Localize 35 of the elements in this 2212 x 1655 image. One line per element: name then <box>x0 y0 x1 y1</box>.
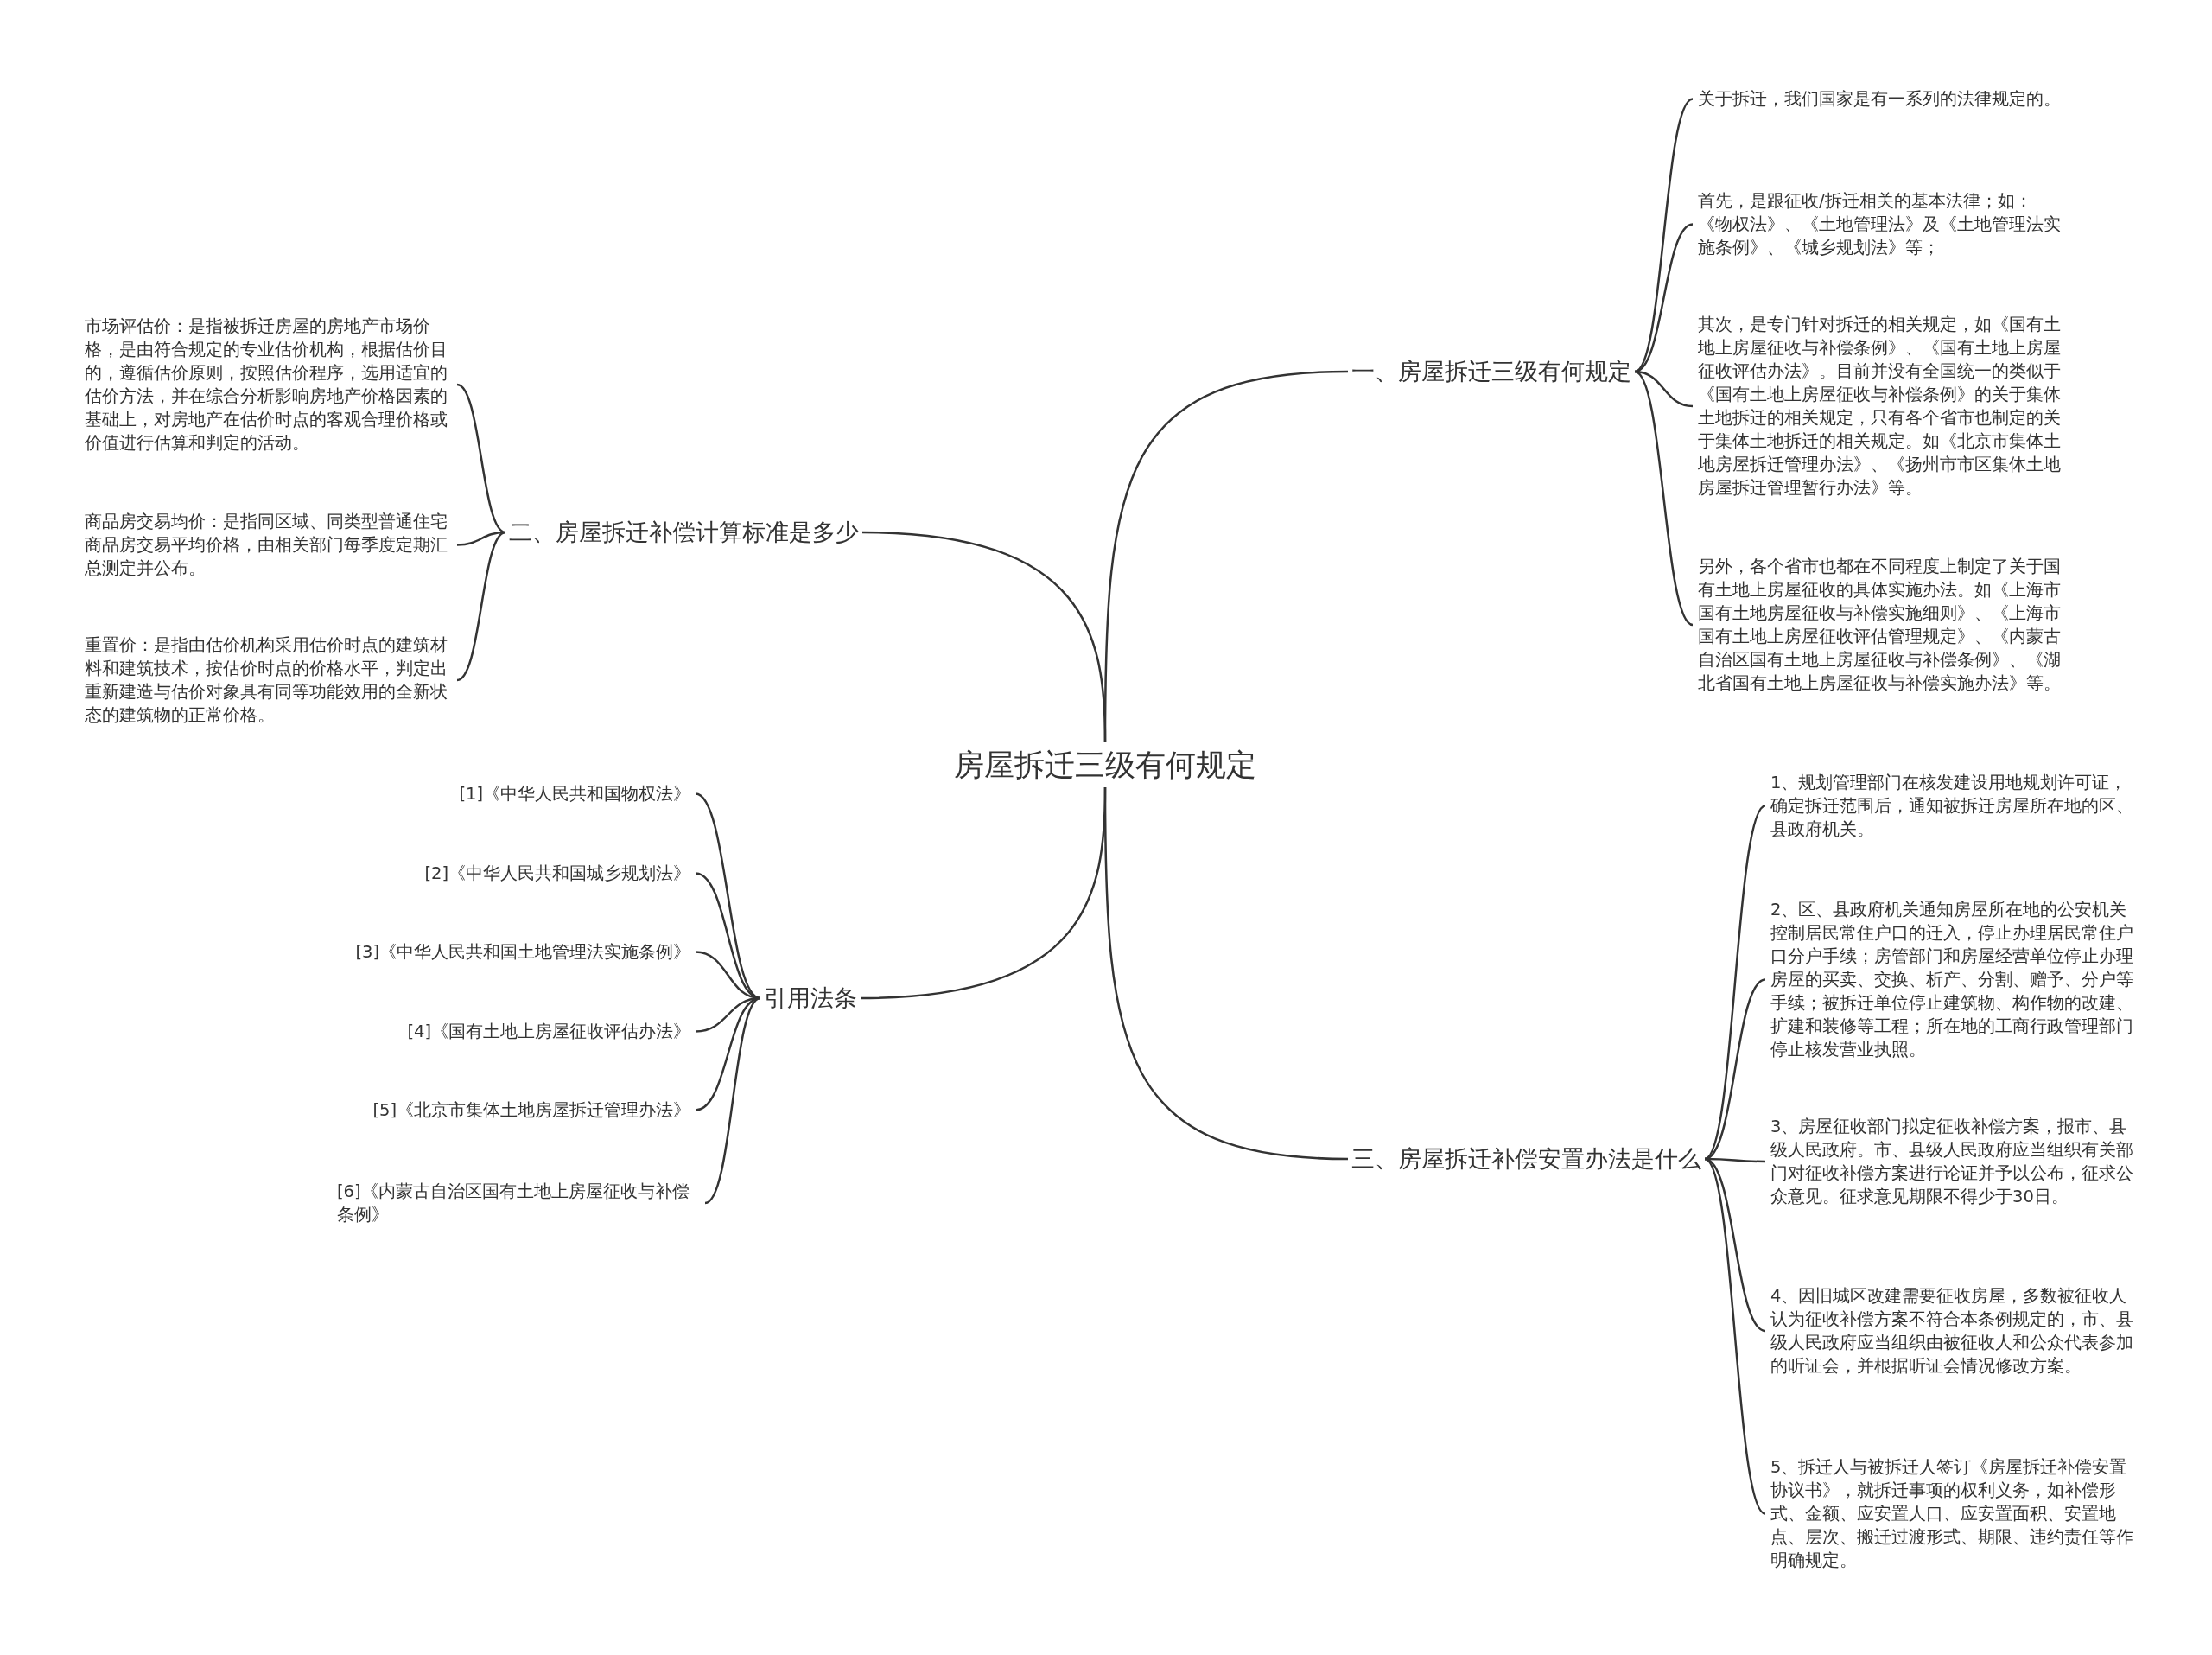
leaf-text: 5、拆迁人与被拆迁人签订《房屋拆迁补偿安置协议书》，就拆迁事项的权利义务，如补偿形式、金额、应安置人口、应安置面积、安置地点、层次、搬迁过渡形式、期限、违约责任等作明确规定。 <box>1770 1455 2142 1572</box>
connector-line <box>695 872 761 1000</box>
branch-topic: 一、房屋拆迁三级有何规定 <box>1348 354 1635 389</box>
reference-text: [4]《国有土地上房屋征收评估办法》 <box>327 1020 690 1043</box>
branch-topic: 三、房屋拆迁补偿安置办法是什么 <box>1348 1142 1705 1176</box>
leaf-text: 关于拆迁，我们国家是有一系列的法律规定的。 <box>1698 87 2065 111</box>
leaf-text: 商品房交易均价：是指同区域、同类型普通住宅商品房交易平均价格，由相关部门每季度定期汇总测定并公布。 <box>85 510 452 580</box>
reference-text: [3]《中华人民共和国土地管理法实施条例》 <box>327 940 690 964</box>
connector-line <box>1634 98 1694 372</box>
leaf-text: 市场评估价：是指被拆迁房屋的房地产市场价格，是由符合规定的专业估价机构，根据估价目的，遵循估价原则，按照估价程序，选用适宜的估价方法，并在综合分析影响房地产价格因素的基础上，对房地产在估价时点的客观合理价格或价值进行估算和判定的活动。 <box>85 315 452 455</box>
central-topic: 房屋拆迁三级有何规定 <box>949 742 1262 787</box>
connector-line <box>456 383 506 534</box>
leaf-text: 4、因旧城区改建需要征收房屋，多数被征收人认为征收补偿方案不符合本条例规定的，市、县级人民政府应当组织由被征收人和公众代表参加的听证会，并根据听证会情况修改方案。 <box>1770 1284 2142 1378</box>
branch-topic: 二、房屋拆迁补偿计算标准是多少 <box>505 515 862 550</box>
connector-line <box>1103 787 1349 1161</box>
connector-line <box>1704 1158 1766 1515</box>
reference-text: [2]《中华人民共和国城乡规划法》 <box>327 862 690 885</box>
reference-text: [1]《中华人民共和国物权法》 <box>327 782 690 805</box>
leaf-text: 重置价：是指由估价机构采用估价时点的建筑材料和建筑技术，按估价时点的价格水平，判定出重新建造与估价对象具有同等功能效用的全新状态的建筑物的正常价格。 <box>85 633 452 727</box>
connector-line <box>1634 371 1694 626</box>
reference-text: [5]《北京市集体土地房屋拆迁管理办法》 <box>327 1098 690 1122</box>
connector-line <box>695 792 761 1000</box>
connector-line <box>456 531 506 682</box>
leaf-text: 其次，是专门针对拆迁的相关规定，如《国有土地上房屋征收与补偿条例》、《国有土地上房屋征收评估办法》。目前并没有全国统一的类似于《国有土地上房屋征收与补偿条例》的关于集体土地拆迁的相关规定，只有各个省市也制定的关于集体土地拆迁的相关规定。如《北京市集体土地房屋拆迁管理办法》、《扬州市市区集体土地房屋拆迁管理暂行办法》等。 <box>1698 313 2065 500</box>
connector-line <box>1704 978 1766 1161</box>
branch-topic: 引用法条 <box>760 981 861 1015</box>
leaf-text: 2、区、县政府机关通知房屋所在地的公安机关控制居民常住户口的迁入，停止办理居民常住户口分户手续；房管部门和房屋经营单位停止办理房屋的买卖、交换、析产、分割、赠予、分户等手续；被拆迁单位停止建筑物、构作物的改建、扩建和装修等工程；所在地的工商行政管理部门停止核发营业执照。 <box>1770 898 2142 1061</box>
connector-line <box>861 531 1107 743</box>
connector-line <box>1634 223 1694 373</box>
reference-text: [6]《内蒙古自治区国有土地上房屋征收与补偿条例》 <box>337 1180 700 1226</box>
connector-line <box>704 996 761 1205</box>
leaf-text: 1、规划管理部门在核发建设用地规划许可证，确定拆迁范围后，通知被拆迁房屋所在地的区、县政府机关。 <box>1770 771 2142 841</box>
leaf-text: 首先，是跟征收/拆迁相关的基本法律；如：《物权法》、《土地管理法》及《土地管理法实施条例》、《城乡规划法》等； <box>1698 189 2065 259</box>
leaf-text: 3、房屋征收部门拟定征收补偿方案，报市、县级人民政府。市、县级人民政府应当组织有关部门对征收补偿方案进行论证并予以公布，征求公众意见。征求意见期限不得少于30日。 <box>1770 1115 2142 1208</box>
leaf-text: 另外，各个省市也都在不同程度上制定了关于国有土地上房屋征收的具体实施办法。如《上海市国有土地房屋征收与补偿实施细则》、《上海市国有土地上房屋征收评估管理规定》、《内蒙古自治区国有土地上房屋征收与补偿条例》、《湖北省国有土地上房屋征收与补偿实施办法》等。 <box>1698 555 2065 695</box>
